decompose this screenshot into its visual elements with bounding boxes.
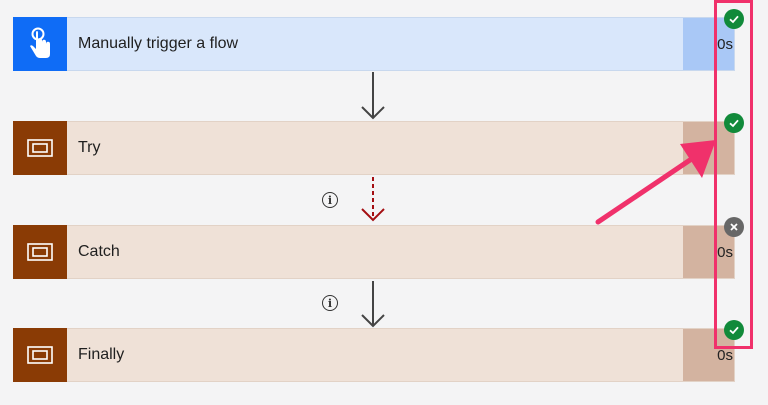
arrow-down-dashed-icon — [361, 177, 385, 222]
scope-icon — [27, 139, 53, 157]
scope-icon — [27, 243, 53, 261]
step-duration: 0s — [683, 226, 734, 278]
info-icon[interactable]: i — [322, 192, 338, 208]
step-catch-card[interactable]: Catch 0s — [13, 225, 735, 279]
touch-hand-icon — [30, 27, 50, 58]
step-try-card[interactable]: Try — [13, 121, 735, 175]
checkmark-icon — [729, 326, 739, 335]
info-icon[interactable]: i — [322, 295, 338, 311]
step-trigger-card[interactable]: Manually trigger a flow 0s — [13, 17, 735, 71]
step-title: Try — [78, 139, 101, 156]
arrow-down-icon — [361, 72, 385, 120]
scope-icon-box — [13, 121, 67, 175]
step-finally-card[interactable]: Finally 0s — [13, 328, 735, 382]
step-duration: 0s — [683, 329, 734, 381]
step-title: Catch — [78, 243, 120, 260]
step-duration: 0s — [683, 18, 734, 70]
annotation-highlight-box — [714, 0, 753, 349]
success-status-badge — [724, 9, 744, 29]
failed-status-badge — [724, 217, 744, 237]
trigger-icon-box — [13, 17, 67, 71]
checkmark-icon — [729, 119, 739, 128]
success-status-badge — [724, 320, 744, 340]
scope-icon — [27, 346, 53, 364]
arrow-down-icon — [361, 281, 385, 328]
success-status-badge — [724, 113, 744, 133]
close-icon — [730, 223, 738, 231]
step-title: Finally — [78, 346, 125, 363]
scope-icon-box — [13, 225, 67, 279]
checkmark-icon — [729, 15, 739, 24]
step-title: Manually trigger a flow — [78, 35, 239, 52]
scope-icon-box — [13, 328, 67, 382]
